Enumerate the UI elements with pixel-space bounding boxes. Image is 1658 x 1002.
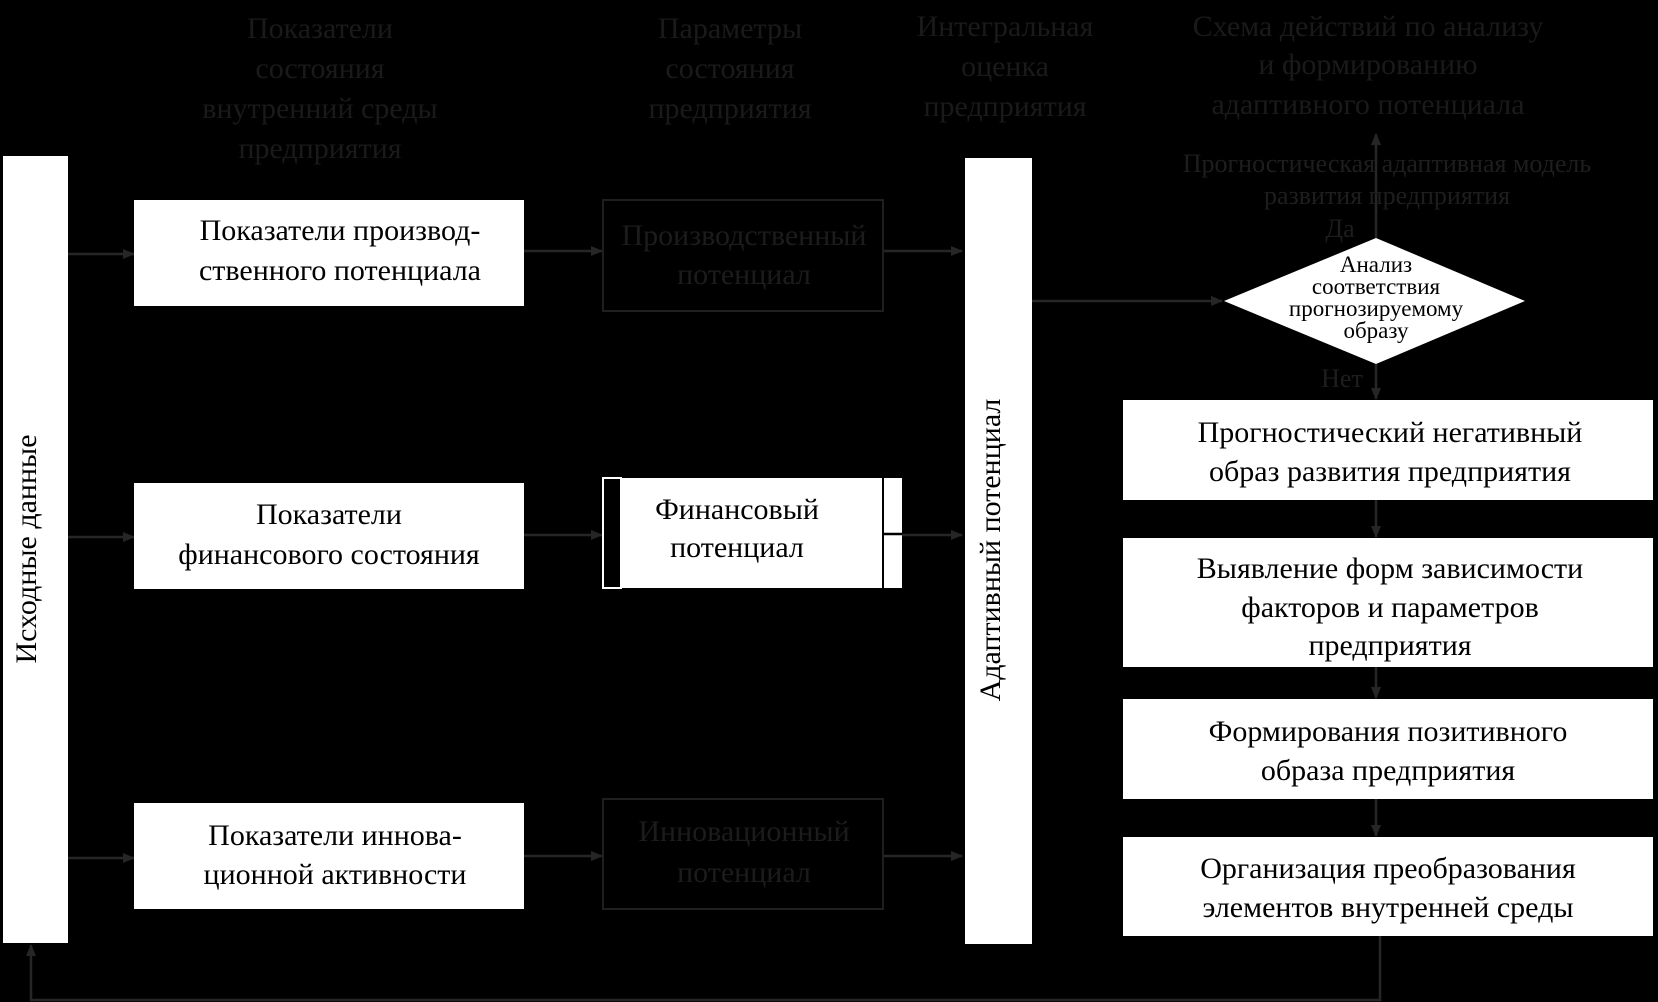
decision-line-1: Анализ [1340,252,1412,277]
header-indicators: Показатели состояния внутренний среды пр… [202,12,437,165]
header-scheme-line-2: и формированию [1258,48,1477,81]
step-4-line-2: элементов внутренней среды [1202,891,1573,924]
forecast-model-line-1: Прогностическая адаптивная модель [1183,149,1592,178]
adaptive-potential-bar: Адаптивный потенциал [965,158,1032,944]
indicator-production-line-1: Показатели производ- [200,214,481,247]
parameter-production-line-2: потенциал [677,258,811,291]
parameter-financial-left-strip [602,477,622,589]
indicator-financial-line-1: Показатели [256,498,402,531]
step-negative-image: Прогностический негативный образ развити… [1123,400,1653,500]
step-2-line-2: факторов и параметров [1241,591,1539,624]
feedback-loop-to-source [26,936,1382,1002]
header-scheme: Схема действий по анализу и формированию… [1193,10,1544,121]
step-1-line-2: образ развития предприятия [1209,455,1571,488]
parameter-innovation-box [602,798,884,910]
adaptive-potential-label: Адаптивный потенциал [974,399,1007,702]
header-parameters-line-2: состояния [665,52,794,85]
source-data-label: Исходные данные [10,434,43,663]
forecast-model: Прогностическая адаптивная модель развит… [1183,149,1592,210]
header-integral: Интегральная оценка предприятия [917,10,1094,123]
decision-line-2: соответствия [1312,274,1441,299]
indicator-innovation: Показатели иннова- ционной активности [134,803,524,909]
step-2-line-1: Выявление форм зависимости [1197,552,1583,585]
parameter-production-box [602,199,884,312]
step-1-line-1: Прогностический негативный [1198,416,1583,449]
header-indicators-line-2: состояния [255,52,384,85]
step-3-box [1123,699,1653,799]
forecast-model-line-2: развития предприятия [1264,181,1510,210]
decision-diamond [1224,238,1525,364]
indicator-production-box [134,200,524,306]
parameter-innovation: Инновационный потенциал [602,798,884,910]
step-dependency-forms: Выявление форм зависимости факторов и па… [1123,538,1653,667]
indicator-production: Показатели производ- ственного потенциал… [134,200,524,306]
indicator-financial-line-2: финансового состояния [178,538,480,571]
header-scheme-line-1: Схема действий по анализу [1193,10,1544,43]
parameter-innovation-line-2: потенциал [677,856,811,889]
parameter-innovation-line-1: Инновационный [638,815,849,848]
indicator-innovation-box [134,803,524,909]
parameter-production-line-1: Производственный [622,219,867,252]
source-data-bar: Исходные данные [3,156,68,943]
indicator-innovation-line-2: ционной активности [204,858,467,891]
step-4-line-1: Организация преобразования [1200,852,1576,885]
adaptive-potential-box [965,158,1032,944]
parameter-financial-box [621,478,882,588]
decision-no-label: Нет [1321,364,1363,393]
parameter-financial-line-1: Финансовый [655,493,819,526]
parameter-financial-line-2: потенциал [670,531,804,564]
step-2-box [1123,538,1653,667]
header-integral-line-2: оценка [961,50,1049,83]
parameter-production: Производственный потенциал [602,199,884,312]
step-1-box [1123,400,1653,500]
header-parameters-line-3: предприятия [648,92,811,125]
header-parameters-line-1: Параметры [658,12,802,45]
step-transformation: Организация преобразования элементов вну… [1123,837,1653,936]
header-indicators-line-4: предприятия [238,132,401,165]
decision-line-4: образу [1343,318,1409,343]
indicator-innovation-line-1: Показатели иннова- [208,819,462,852]
step-2-line-3: предприятия [1308,629,1471,662]
indicator-production-line-2: ственного потенциала [199,254,481,287]
header-indicators-line-3: внутренний среды [202,92,437,125]
parameter-financial: Финансовый потенциал [602,477,902,589]
connectors [26,133,1382,1002]
header-integral-line-1: Интегральная [917,10,1094,43]
decision-yes-label: Да [1325,214,1355,243]
header-scheme-line-3: адаптивного потенциала [1211,88,1524,121]
header-parameters: Параметры состояния предприятия [648,12,811,125]
step-positive-image: Формирования позитивного образа предприя… [1123,699,1653,799]
source-data-box [3,156,68,943]
step-4-box [1123,837,1653,936]
step-3-line-2: образа предприятия [1261,754,1516,787]
header-integral-line-3: предприятия [923,90,1086,123]
decision-line-3: прогнозируемому [1289,296,1464,321]
step-3-line-1: Формирования позитивного [1209,715,1568,748]
indicator-financial: Показатели финансового состояния [134,483,524,589]
header-indicators-line-1: Показатели [247,12,393,45]
decision: Анализ соответствия прогнозируемому обра… [1224,214,1525,393]
indicator-financial-box [134,483,524,589]
